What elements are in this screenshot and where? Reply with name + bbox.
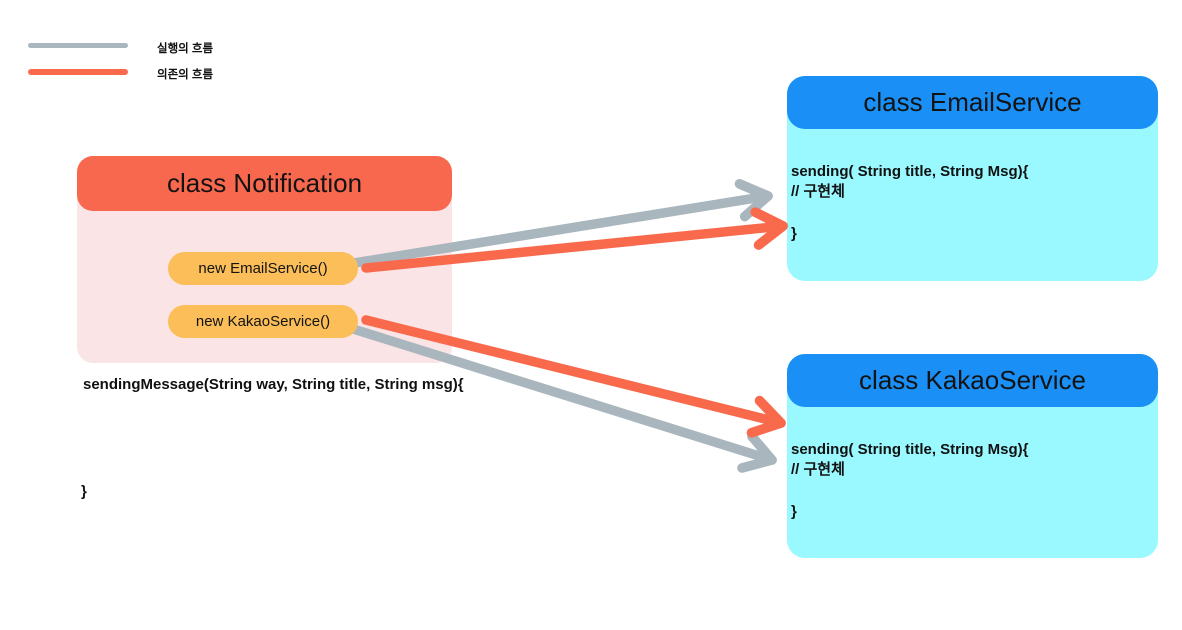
dependency-flow-line-swatch [28, 69, 128, 75]
new-kakaoservice-pill: new KakaoService() [168, 305, 358, 338]
emailservice-class-box: class EmailService sending( String title… [787, 76, 1158, 281]
notification-class-title: class Notification [166, 168, 363, 198]
kakaoservice-method-comment: // 구현체 [791, 461, 845, 478]
kakaoservice-class-header: class KakaoService [787, 354, 1158, 407]
kakaoservice-method-code: sending( String title, String Msg){ // 구… [791, 440, 1029, 480]
emailservice-method-closing-brace: } [791, 225, 797, 242]
notification-class-header: class Notification [77, 156, 452, 211]
new-emailservice-pill-label: new EmailService() [198, 260, 328, 277]
emailservice-class-title: class EmailService [863, 87, 1082, 117]
emailservice-method-signature: sending( String title, String Msg){ [791, 163, 1029, 180]
kakaoservice-method-signature: sending( String title, String Msg){ [791, 441, 1029, 458]
new-emailservice-pill: new EmailService() [168, 252, 358, 285]
kakaoservice-class-box: class KakaoService sending( String title… [787, 354, 1158, 558]
kakaoservice-method-closing-brace: } [791, 503, 797, 520]
execution-flow-label: 실행의 흐름 [157, 43, 214, 55]
emailservice-method-code: sending( String title, String Msg){ // 구… [791, 162, 1029, 202]
dependency-flow-label: 의존의 흐름 [157, 69, 214, 81]
notification-class-box: class Notification sendingMessage(String… [77, 156, 464, 500]
execution-flow-line-swatch [28, 43, 128, 48]
notification-method-signature: sendingMessage(String way, String title,… [83, 376, 464, 393]
emailservice-method-comment: // 구현체 [791, 183, 845, 200]
new-kakaoservice-pill-label: new KakaoService() [195, 313, 331, 330]
notification-method-closing-brace: } [81, 483, 87, 500]
kakaoservice-class-title: class KakaoService [859, 365, 1086, 395]
emailservice-class-header: class EmailService [787, 76, 1158, 129]
